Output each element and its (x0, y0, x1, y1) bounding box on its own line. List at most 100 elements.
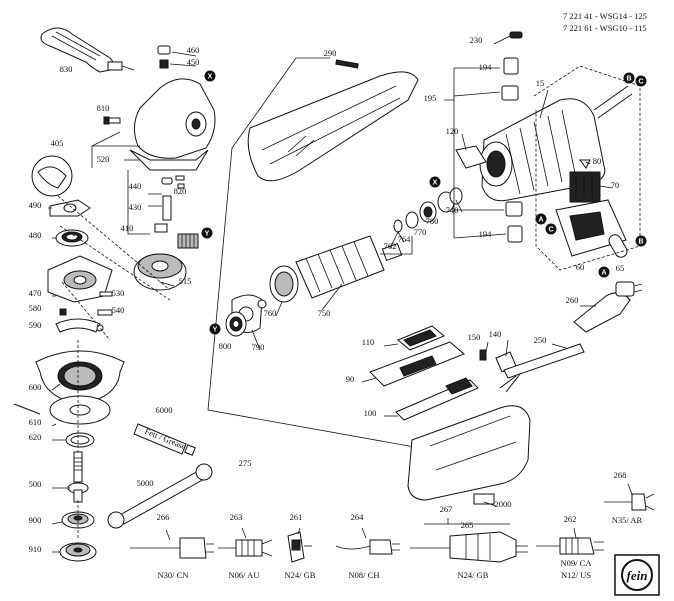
switch-rod-100 (395, 377, 479, 421)
part-label-p620: 620 (29, 432, 42, 442)
part-label-p810: 810 (97, 103, 110, 113)
plug-code-n09: N09/ CA (561, 558, 593, 568)
part-label-p760: 760 (264, 308, 277, 318)
code-marker-cY2: Y (209, 323, 221, 335)
part-label-p470: 470 (29, 288, 42, 298)
bearing-800 (225, 311, 247, 337)
plug-263-au (218, 527, 273, 557)
part-label-p194b: 194 (479, 229, 493, 239)
centre-leader-lines (251, 231, 413, 351)
part-label-p410: 410 (121, 223, 134, 233)
switch-70 (569, 159, 601, 203)
part-label-p480: 480 (29, 230, 42, 240)
part-label-p60: 60 (576, 262, 585, 272)
part-label-p260: 260 (566, 295, 579, 305)
part-label-p5000: 5000 (137, 478, 154, 488)
code-marker-label: C (548, 227, 553, 234)
code-marker-cA1: A (535, 213, 547, 225)
flange-490 (49, 199, 91, 217)
part-label-p120: 120 (446, 126, 459, 136)
fein-logo-text: fein (627, 568, 648, 583)
part-label-p263: 263 (230, 512, 243, 522)
plug-code-n30: N30/ CN (158, 570, 189, 580)
part-label-p266: 266 (157, 512, 170, 522)
plug-262-ca-us (536, 527, 604, 555)
plug-266-cn (130, 529, 214, 559)
part-label-p290: 290 (324, 48, 337, 58)
part-label-p770: 770 (414, 227, 427, 237)
part-label-p515: 515 (179, 276, 192, 286)
model-line-1: 7 221 41 - WSG14 - 125 (563, 11, 647, 21)
code-marker-cC2: C (545, 223, 557, 235)
armature-750 (269, 235, 403, 303)
plug-code-n24b: N24/ GB (458, 570, 489, 580)
plug-code-n08: N08/ CH (349, 570, 380, 580)
code-marker-label: B (626, 76, 631, 83)
plug-code-n35: N35/ AR (612, 515, 643, 525)
part-label-p900: 900 (29, 515, 42, 525)
circlip-620 (65, 432, 95, 448)
model-line-2: 7 221 61 - WSG10 - 115 (563, 23, 647, 33)
part-label-p6000: 6000 (156, 405, 173, 415)
left-leader-lines (48, 51, 197, 553)
stator-15 (479, 85, 633, 202)
plug-264-ch (335, 527, 400, 555)
part-label-p100: 100 (364, 408, 377, 418)
part-label-p261: 261 (290, 512, 303, 522)
code-marker-cB2: B (635, 235, 647, 247)
cable-250 (499, 343, 585, 393)
part-label-p264: 264 (351, 512, 365, 522)
part-label-p790: 790 (252, 342, 265, 352)
detail-circle (31, 155, 73, 197)
part-label-p262: 262 (564, 514, 577, 524)
part-label-p440: 440 (129, 181, 142, 191)
code-marker-label: B (638, 239, 643, 246)
part-label-p460: 460 (187, 45, 200, 55)
part-label-p194a: 194 (479, 62, 493, 72)
plug-261-gb (287, 527, 312, 563)
spring-120 (455, 145, 487, 169)
part-label-p764: 764 (398, 234, 412, 244)
plug-code-n12: N12/ US (561, 570, 591, 580)
code-marker-label: A (601, 270, 606, 277)
cover-110 (397, 325, 445, 351)
code-marker-label: X (433, 180, 438, 187)
code-marker-cC1: C (635, 75, 647, 87)
part-label-p450: 450 (187, 57, 200, 67)
part-label-p90: 90 (346, 374, 355, 384)
rear-housing-275 (407, 405, 531, 505)
wrench-5000 (107, 463, 213, 529)
lower-leader-lines (361, 305, 596, 507)
part-label-p520: 520 (97, 154, 110, 164)
part-label-p780: 780 (426, 216, 439, 226)
part-label-p830: 830 (60, 64, 73, 74)
screw-810 (103, 116, 121, 125)
part-label-p70: 70 (611, 180, 620, 190)
part-label-p80: 80 (593, 156, 602, 166)
code-marker-label: A (538, 217, 543, 224)
bearing-stack-762-780 (393, 187, 463, 233)
part-label-p610: 610 (29, 417, 42, 427)
part-label-p195: 195 (424, 93, 437, 103)
part-label-p140: 140 (489, 329, 502, 339)
spindle-500 (67, 451, 89, 503)
part-label-p15: 15 (536, 78, 545, 88)
plug-265-gb (410, 518, 528, 563)
wheel-guard-600 (35, 350, 125, 403)
grinding-disc-610 (13, 395, 111, 425)
part-number-labels: 8304604508104055208204404304904104805154… (29, 35, 627, 554)
part-label-p490: 490 (29, 200, 42, 210)
grease-tube-6000: Fett / Grease (133, 423, 196, 456)
part-label-p405: 405 (51, 138, 64, 148)
part-label-p580: 580 (29, 303, 42, 313)
shaft-parts (154, 175, 185, 233)
part-label-p110: 110 (362, 337, 374, 347)
bevel-gear-515 (133, 253, 187, 291)
part-label-p800: 800 (219, 341, 232, 351)
part-label-p65: 65 (616, 263, 625, 273)
part-label-p230: 230 (470, 35, 483, 45)
